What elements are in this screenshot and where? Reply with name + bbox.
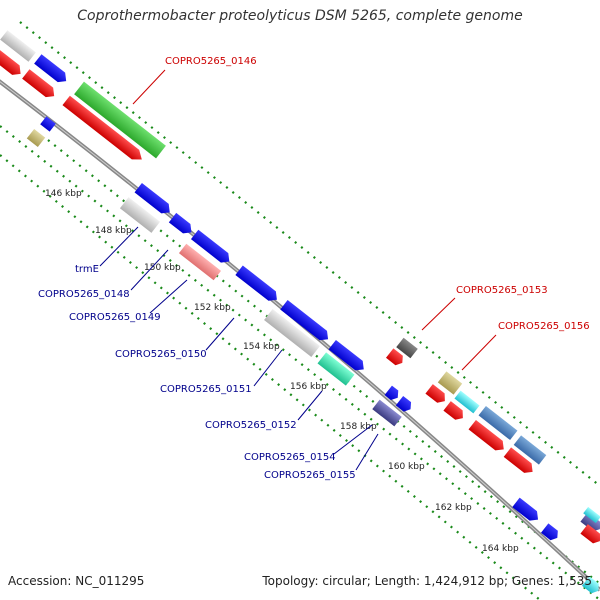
gene-label: COPRO5265_0151 — [160, 384, 252, 395]
gene-feature — [582, 576, 599, 594]
gene-feature — [503, 447, 533, 473]
gene-feature — [317, 352, 355, 386]
gene-feature — [478, 405, 518, 441]
gene-feature — [119, 197, 161, 233]
kbp-label: 164 kbp — [482, 544, 519, 554]
gene-label: COPRO5265_0146 — [165, 56, 257, 67]
gene-feature — [328, 339, 364, 371]
kbp-label: 158 kbp — [340, 422, 377, 432]
gene-label-leader — [99, 226, 139, 267]
accession-text: Accession: NC_011295 — [8, 574, 145, 588]
gene-label: COPRO5265_0148 — [38, 289, 130, 300]
gene-feature — [513, 435, 547, 465]
gene-label-leader — [461, 334, 497, 371]
gene-feature — [178, 243, 222, 281]
kbp-label: 154 kbp — [243, 342, 280, 352]
genome-summary: Topology: circular; Length: 1,424,912 bp… — [262, 574, 592, 588]
gene-feature — [425, 384, 445, 403]
gene-label-leader — [333, 424, 373, 455]
gene-label-leader — [355, 433, 379, 471]
gene-feature — [468, 419, 504, 451]
kbp-label-layer: 146 kbp 148 kbp 150 kbp 152 kbp 154 kbp 156 k… — [45, 189, 519, 554]
gene-feature — [0, 30, 36, 62]
kbp-label: 148 kbp — [95, 226, 132, 236]
kbp-label: 150 kbp — [144, 263, 181, 273]
gene-feature — [580, 512, 600, 532]
gene-feature — [512, 497, 539, 521]
gene-label-leader — [149, 279, 188, 314]
gene-feature — [22, 69, 55, 98]
gene-feature — [437, 371, 463, 395]
gene-feature — [541, 523, 558, 541]
gene-feature — [454, 390, 480, 414]
gene-label: COPRO5265_0150 — [115, 349, 207, 360]
gene-feature — [396, 337, 418, 359]
gene-feature — [280, 300, 329, 341]
gene-feature — [62, 95, 142, 160]
kbp-label: 156 kbp — [290, 382, 327, 392]
gene-label-leader — [205, 317, 235, 351]
gene-feature — [190, 229, 230, 263]
gene-feature — [372, 399, 402, 427]
gene-feature — [580, 524, 600, 544]
gene-feature — [583, 506, 600, 524]
gene-label-leader — [130, 249, 169, 291]
gene-label: trmE — [75, 264, 99, 275]
gene-feature — [264, 309, 320, 357]
kbp-label: 152 kbp — [194, 303, 231, 313]
gene-feature — [40, 116, 56, 132]
gene-feature — [395, 395, 412, 412]
gene-feature — [26, 128, 46, 148]
gene-feature — [384, 385, 399, 400]
gene-label: COPRO5265_0155 — [264, 470, 356, 481]
kbp-label: 162 kbp — [435, 503, 472, 513]
gene-feature — [386, 348, 403, 366]
gene-label: COPRO5265_0156 — [498, 321, 590, 332]
kbp-label: 146 kbp — [45, 189, 82, 199]
gene-label-leader — [421, 297, 456, 331]
gene-label: COPRO5265_0152 — [205, 420, 297, 431]
map-title: Coprothermobacter proteolyticus DSM 5265… — [77, 8, 523, 24]
gene-label-layer: COPRO5265_0146trmECOPRO5265_0148COPRO526… — [38, 56, 590, 481]
gene-feature — [168, 212, 192, 234]
gene-feature — [74, 81, 166, 159]
gene-label-leader — [132, 69, 166, 105]
gene-feature — [443, 401, 463, 420]
gene-feature — [235, 265, 277, 301]
gene-feature — [34, 54, 67, 83]
gene-features — [0, 30, 600, 594]
gene-label: COPRO5265_0149 — [69, 312, 161, 323]
gene-label-leader — [297, 390, 323, 421]
gene-feature — [134, 182, 170, 214]
gene-label-leader — [253, 349, 283, 387]
gene-label: COPRO5265_0153 — [456, 285, 548, 296]
gene-label: COPRO5265_0154 — [244, 452, 336, 463]
gene-feature — [0, 49, 21, 75]
kbp-label: 160 kbp — [388, 462, 425, 472]
